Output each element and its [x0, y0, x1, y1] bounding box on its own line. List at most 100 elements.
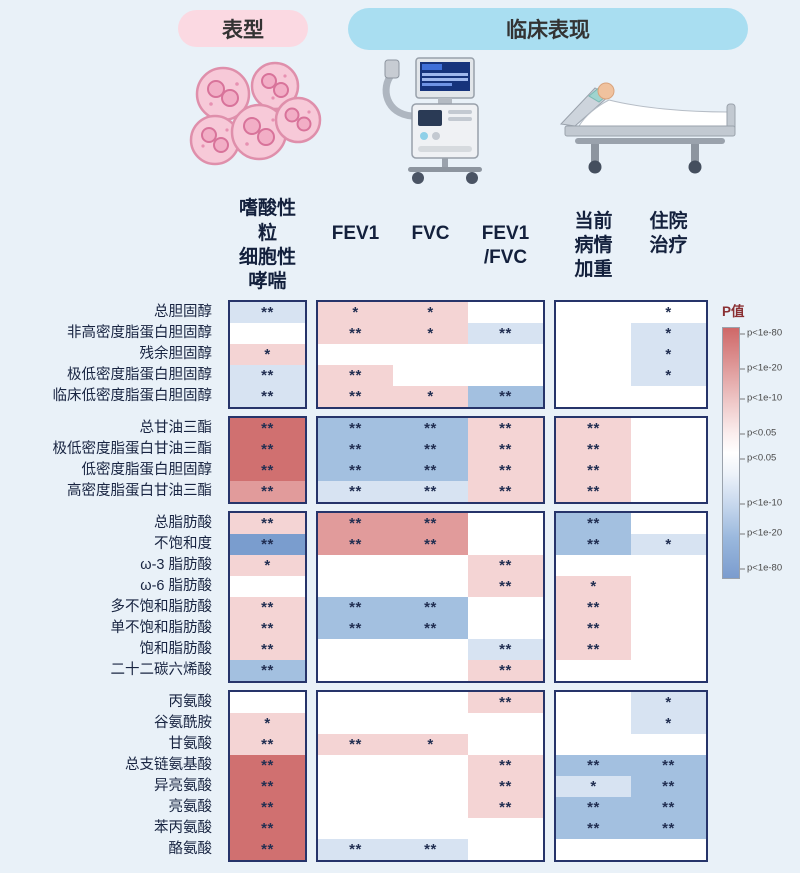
heatmap-cell [468, 734, 543, 755]
heatmap-cell [318, 576, 393, 597]
heatmap-cell: ** [393, 534, 468, 555]
heatmap-cell [631, 481, 706, 502]
heatmap-cell: ** [318, 534, 393, 555]
heatmap-cell [393, 713, 468, 734]
heatmap-cell [468, 597, 543, 618]
heatmap: 总胆固醇非高密度脂蛋白胆固醇残余胆固醇极低密度脂蛋白胆固醇临床低密度脂蛋白胆固醇… [10, 300, 708, 862]
row-label: 总支链氨基酸 [125, 757, 212, 773]
heatmap-cell: * [393, 386, 468, 407]
heatmap-cell: ** [468, 323, 543, 344]
heatmap-group: 丙氨酸谷氨酰胺甘氨酸总支链氨基酸异亮氨酸亮氨酸苯丙氨酸酪氨酸**********… [10, 690, 708, 862]
heatmap-cell: ** [230, 755, 305, 776]
heatmap-block: ******** [228, 416, 307, 504]
row-label: 极低密度脂蛋白胆固醇 [67, 367, 212, 383]
row-label: 总脂肪酸 [154, 515, 212, 531]
heatmap-cell: ** [230, 439, 305, 460]
row-label: 丙氨酸 [168, 694, 213, 710]
phenotype-pill: 表型 [178, 10, 308, 47]
heatmap-block: ************** [316, 300, 545, 409]
heatmap-cell: ** [468, 439, 543, 460]
heatmap-cell: ** [556, 418, 631, 439]
heatmap-cell [393, 555, 468, 576]
heatmap-cell [318, 797, 393, 818]
heatmap-cell [468, 839, 543, 860]
heatmap-cell: ** [230, 734, 305, 755]
heatmap-cell: * [631, 713, 706, 734]
heatmap-cell: ** [318, 481, 393, 502]
heatmap-cell: ** [230, 818, 305, 839]
heatmap-cell: ** [631, 755, 706, 776]
heatmap-cell: * [393, 734, 468, 755]
heatmap-cell [393, 776, 468, 797]
heatmap-cell [468, 534, 543, 555]
heatmap-cell: ** [393, 839, 468, 860]
heatmap-cell: ** [318, 323, 393, 344]
row-label: 极低密度脂蛋白甘油三酯 [52, 441, 213, 457]
heatmap-cell [468, 344, 543, 365]
heatmap-cell [393, 797, 468, 818]
row-label: 谷氨酰胺 [154, 715, 212, 731]
heatmap-cell: ** [318, 597, 393, 618]
heatmap-cell [318, 660, 393, 681]
heatmap-cell: ** [556, 597, 631, 618]
heatmap-cell: ** [556, 755, 631, 776]
heatmap-cell: ** [556, 460, 631, 481]
heatmap-cell: ** [631, 797, 706, 818]
heatmap-cell: ** [230, 597, 305, 618]
heatmap-cell [318, 755, 393, 776]
heatmap-cell: ** [631, 776, 706, 797]
heatmap-cell: ** [556, 818, 631, 839]
heatmap-cell [631, 513, 706, 534]
heatmap-cell: ** [468, 660, 543, 681]
heatmap-cell: ** [393, 618, 468, 639]
heatmap-cell [631, 597, 706, 618]
legend-label: p<1e-20 [739, 527, 783, 539]
heatmap-cell: ** [230, 481, 305, 502]
heatmap-cell: ** [468, 460, 543, 481]
heatmap-cell [631, 439, 706, 460]
row-label: 单不饱和脂肪酸 [110, 620, 213, 636]
heatmap-cell [556, 555, 631, 576]
row-label: 不饱和度 [154, 536, 212, 552]
heatmap-cell: ** [556, 639, 631, 660]
heatmap-cell [556, 734, 631, 755]
heatmap-cell: ** [468, 755, 543, 776]
heatmap-cell [318, 776, 393, 797]
heatmap-cell [556, 713, 631, 734]
heatmap-cell [631, 386, 706, 407]
row-label: 苯丙氨酸 [154, 820, 212, 836]
legend-label: p<0.05 [739, 452, 777, 464]
heatmap-cell [468, 513, 543, 534]
row-label: ω-3 脂肪酸 [140, 557, 212, 573]
heatmap-cell [631, 734, 706, 755]
heatmap-cell: ** [468, 692, 543, 713]
heatmap-block: ************************ [316, 416, 545, 504]
heatmap-cell: ** [468, 481, 543, 502]
heatmap-cell [468, 302, 543, 323]
heatmap-cell [468, 365, 543, 386]
heatmap-cell: ** [556, 481, 631, 502]
row-label: 二十二碳六烯酸 [110, 662, 213, 678]
heatmap-cell: ** [230, 418, 305, 439]
row-label: ω-6 脂肪酸 [140, 578, 212, 594]
heatmap-cell: ** [318, 513, 393, 534]
heatmap-cell [556, 386, 631, 407]
column-header-fvc: FVC [411, 222, 450, 244]
legend-label: p<1e-10 [739, 392, 783, 404]
spirometer-illustration [372, 54, 504, 191]
row-label: 残余胆固醇 [139, 346, 213, 362]
heatmap-block: ******** [554, 416, 708, 504]
heatmap-cell: * [393, 323, 468, 344]
clinical-pill: 临床表现 [348, 8, 748, 50]
heatmap-cell [631, 639, 706, 660]
heatmap-cell [230, 576, 305, 597]
heatmap-cell: ** [468, 386, 543, 407]
heatmap-cell [556, 660, 631, 681]
heatmap-cell [631, 460, 706, 481]
heatmap-cell: * [631, 344, 706, 365]
row-label: 临床低密度脂蛋白胆固醇 [52, 388, 213, 404]
heatmap-cell: ** [468, 639, 543, 660]
